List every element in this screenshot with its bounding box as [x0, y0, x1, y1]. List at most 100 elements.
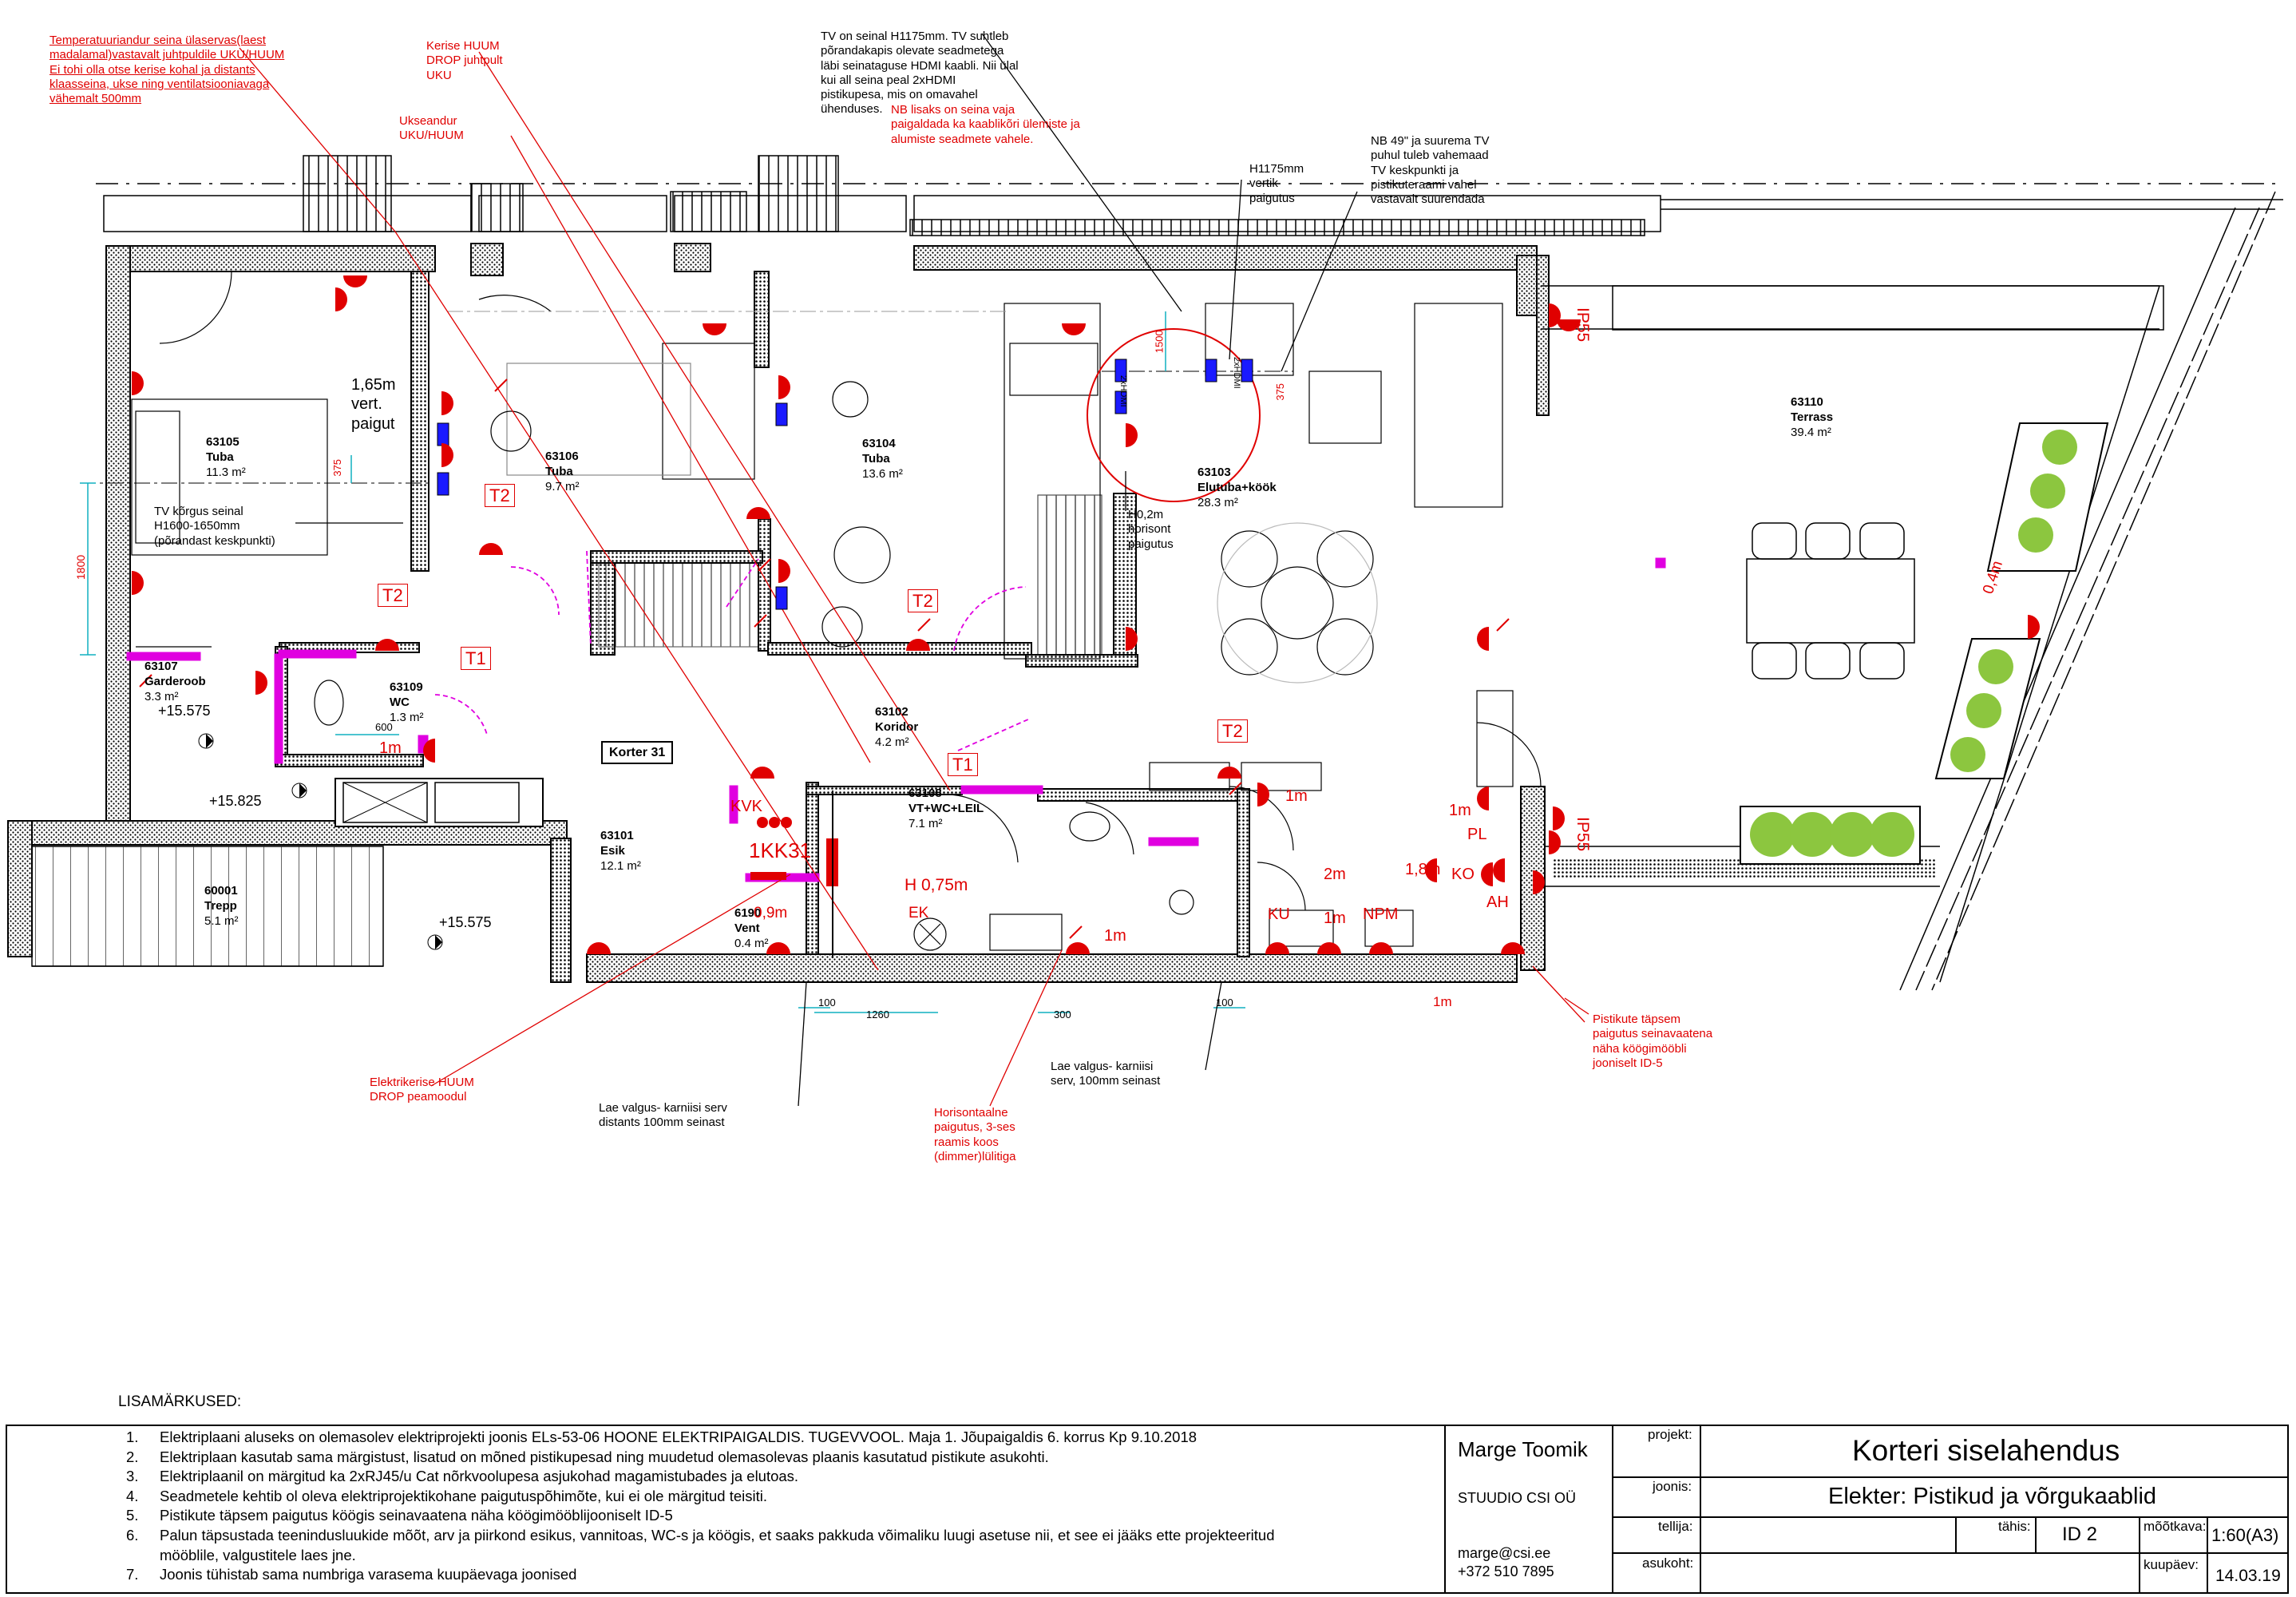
room-area: 28.3 m²	[1197, 495, 1238, 509]
note-horisontaalne: Horisontaalne paigutus, 3-ses raamis koo…	[934, 1106, 1016, 1163]
tag-t1-2: T1	[948, 753, 978, 776]
joonis-label: joonis:	[1653, 1479, 1692, 1494]
author-email: marge@csi.ee	[1458, 1545, 1551, 1561]
tahis-label: tähis:	[1998, 1519, 2031, 1534]
room-63109: 63109 WC 1.3 m²	[390, 680, 424, 725]
label-1m-e: 1m	[379, 739, 402, 757]
doors	[159, 271, 1542, 911]
note-item: mööblile, valgustitele laes jne.	[160, 1546, 356, 1563]
dim-1260: 1260	[866, 1009, 889, 1020]
room-name: Tuba	[206, 450, 234, 464]
label-1m-f: 1m	[1433, 994, 1452, 1009]
label-ip55-1: IP55	[1574, 307, 1592, 343]
label-2xhdmi-b: 2xHDMI	[1232, 357, 1241, 389]
note-elektrikeris: Elektrikerise HUUM DROP peamoodul	[370, 1076, 474, 1104]
room-6190: 6190 Vent 0.4 m²	[734, 906, 769, 951]
room-id: 63101	[600, 829, 634, 842]
label-npm: NPM	[1363, 905, 1399, 923]
level-3: +15.575	[439, 914, 492, 930]
room-area: 1.3 m²	[390, 710, 424, 724]
notes-title: LISAMÄRKUSED:	[118, 1393, 242, 1410]
dim-375-a: 375	[331, 458, 344, 477]
room-63105: 63105 Tuba 11.3 m²	[206, 435, 246, 480]
label-ah: AH	[1486, 894, 1509, 911]
data-outlets	[437, 359, 1253, 610]
switches	[139, 378, 1510, 939]
terrace-table	[1746, 522, 1915, 680]
room-63106: 63106 Tuba 9.7 m²	[545, 450, 580, 494]
level-markers	[198, 733, 443, 950]
note-item: 6.Palun täpsustada teenindusluukide mõõt…	[126, 1526, 1275, 1544]
note-tv-wall-text: TV on seinal H1175mm. TV suhtleb põranda…	[821, 30, 1019, 117]
dim-300: 300	[1054, 1009, 1071, 1020]
note-h1175: H1175mm vertik paigutus	[1249, 162, 1304, 205]
dim-1500: 1500	[1153, 330, 1166, 354]
author-phone: +372 510 7895	[1458, 1563, 1554, 1579]
note-temperature-sensor: Temperatuuriandur seina ülaservas(laest …	[49, 34, 285, 106]
room-area: 0.4 m²	[734, 936, 769, 950]
planters	[1740, 422, 2109, 865]
tellija-label: tellija:	[1658, 1519, 1693, 1534]
note-vert-paigut: 1,65m vert. paigut	[351, 376, 396, 433]
dining-set	[1217, 522, 1378, 684]
room-area: 9.7 m²	[545, 479, 580, 493]
note-item: 1.Elektriplaani aluseks on olemasolev el…	[126, 1429, 1197, 1445]
room-63102: 63102 Koridor 4.2 m²	[875, 705, 918, 750]
note-lae-valgus-1: Lae valgus- karniisi serv distants 100mm…	[599, 1101, 727, 1130]
room-name: Trepp	[204, 898, 237, 913]
label-2m: 2m	[1324, 866, 1346, 883]
room-id: 63107	[144, 660, 178, 673]
room-name: VT+WC+LEIL	[909, 801, 984, 815]
room-area: 13.6 m²	[862, 466, 903, 481]
projekt-label: projekt:	[1648, 1427, 1692, 1442]
label-2xhdmi-a: 2xHDMI	[1118, 375, 1128, 407]
dim-100-b: 100	[1216, 997, 1233, 1009]
note-tv-wall-red: NB lisaks on seina vaja paigaldada ka ka…	[891, 103, 1080, 146]
mootkava-value: 1:60(A3)	[2211, 1525, 2279, 1545]
label-ip55-2: IP55	[1574, 817, 1592, 852]
notes-list: 1.Elektriplaani aluseks on olemasolev el…	[126, 1428, 1435, 1585]
apartment-label: Korter 31	[601, 741, 674, 765]
mootkava-label: mõõtkava:	[2144, 1519, 2207, 1534]
tag-t2-3: T2	[908, 589, 938, 612]
author-name: Marge Toomik	[1458, 1437, 1588, 1461]
black-leaders	[136, 33, 1358, 1107]
dimension-lines	[80, 311, 1245, 1013]
label-18m: 1,8m	[1405, 861, 1441, 878]
room-60001: 60001 Trepp 5.1 m²	[204, 884, 239, 929]
note-h02: H0,2m horisont paigutus	[1128, 508, 1174, 551]
tahis-value: ID 2	[2062, 1524, 2098, 1545]
label-1kk31: 1KK31	[749, 838, 812, 862]
title-block-frame	[6, 1425, 2289, 1594]
tag-t2-2: T2	[378, 584, 408, 607]
label-ek: EK	[909, 905, 929, 921]
room-63107: 63107 Garderoob 3.3 m²	[144, 660, 206, 704]
room-name: Garderoob	[144, 674, 206, 688]
room-id: 63105	[206, 435, 239, 449]
room-area: 11.3 m²	[206, 465, 246, 479]
room-name: Vent	[734, 921, 760, 935]
room-id: 6190	[734, 906, 762, 920]
note-ukseandur: Ukseandur UKU/HUUM	[399, 114, 464, 143]
tag-t2-1: T2	[485, 484, 515, 507]
room-area: 12.1 m²	[600, 858, 641, 873]
tag-t2-4: T2	[1217, 719, 1248, 743]
room-name: Koridor	[875, 719, 919, 734]
room-id: 63103	[1197, 466, 1231, 479]
label-1m-d: 1m	[1104, 927, 1126, 945]
room-name: Tuba	[545, 464, 573, 478]
room-name: Esik	[600, 843, 625, 858]
room-name: Terrass	[1791, 410, 1834, 424]
note-item: 3.Elektriplaanil on märgitud ka 2xRJ45/u…	[126, 1468, 799, 1485]
room-name: Tuba	[862, 451, 890, 466]
window-grilles	[303, 155, 1645, 236]
dim-100-a: 100	[818, 997, 836, 1009]
room-area: 3.3 m²	[144, 689, 179, 703]
power-outlets	[132, 275, 2040, 954]
note-pistikute: Pistikute täpsem paigutus seinavaatena n…	[1593, 1012, 1713, 1070]
studio-name: STUUDIO CSI OÜ	[1458, 1490, 1577, 1506]
project-title: Korteri siselahendus	[1852, 1434, 2120, 1467]
note-tv-wall: TV on seinal H1175mm. TV suhtleb põranda…	[821, 30, 1080, 146]
furniture	[131, 303, 1514, 791]
